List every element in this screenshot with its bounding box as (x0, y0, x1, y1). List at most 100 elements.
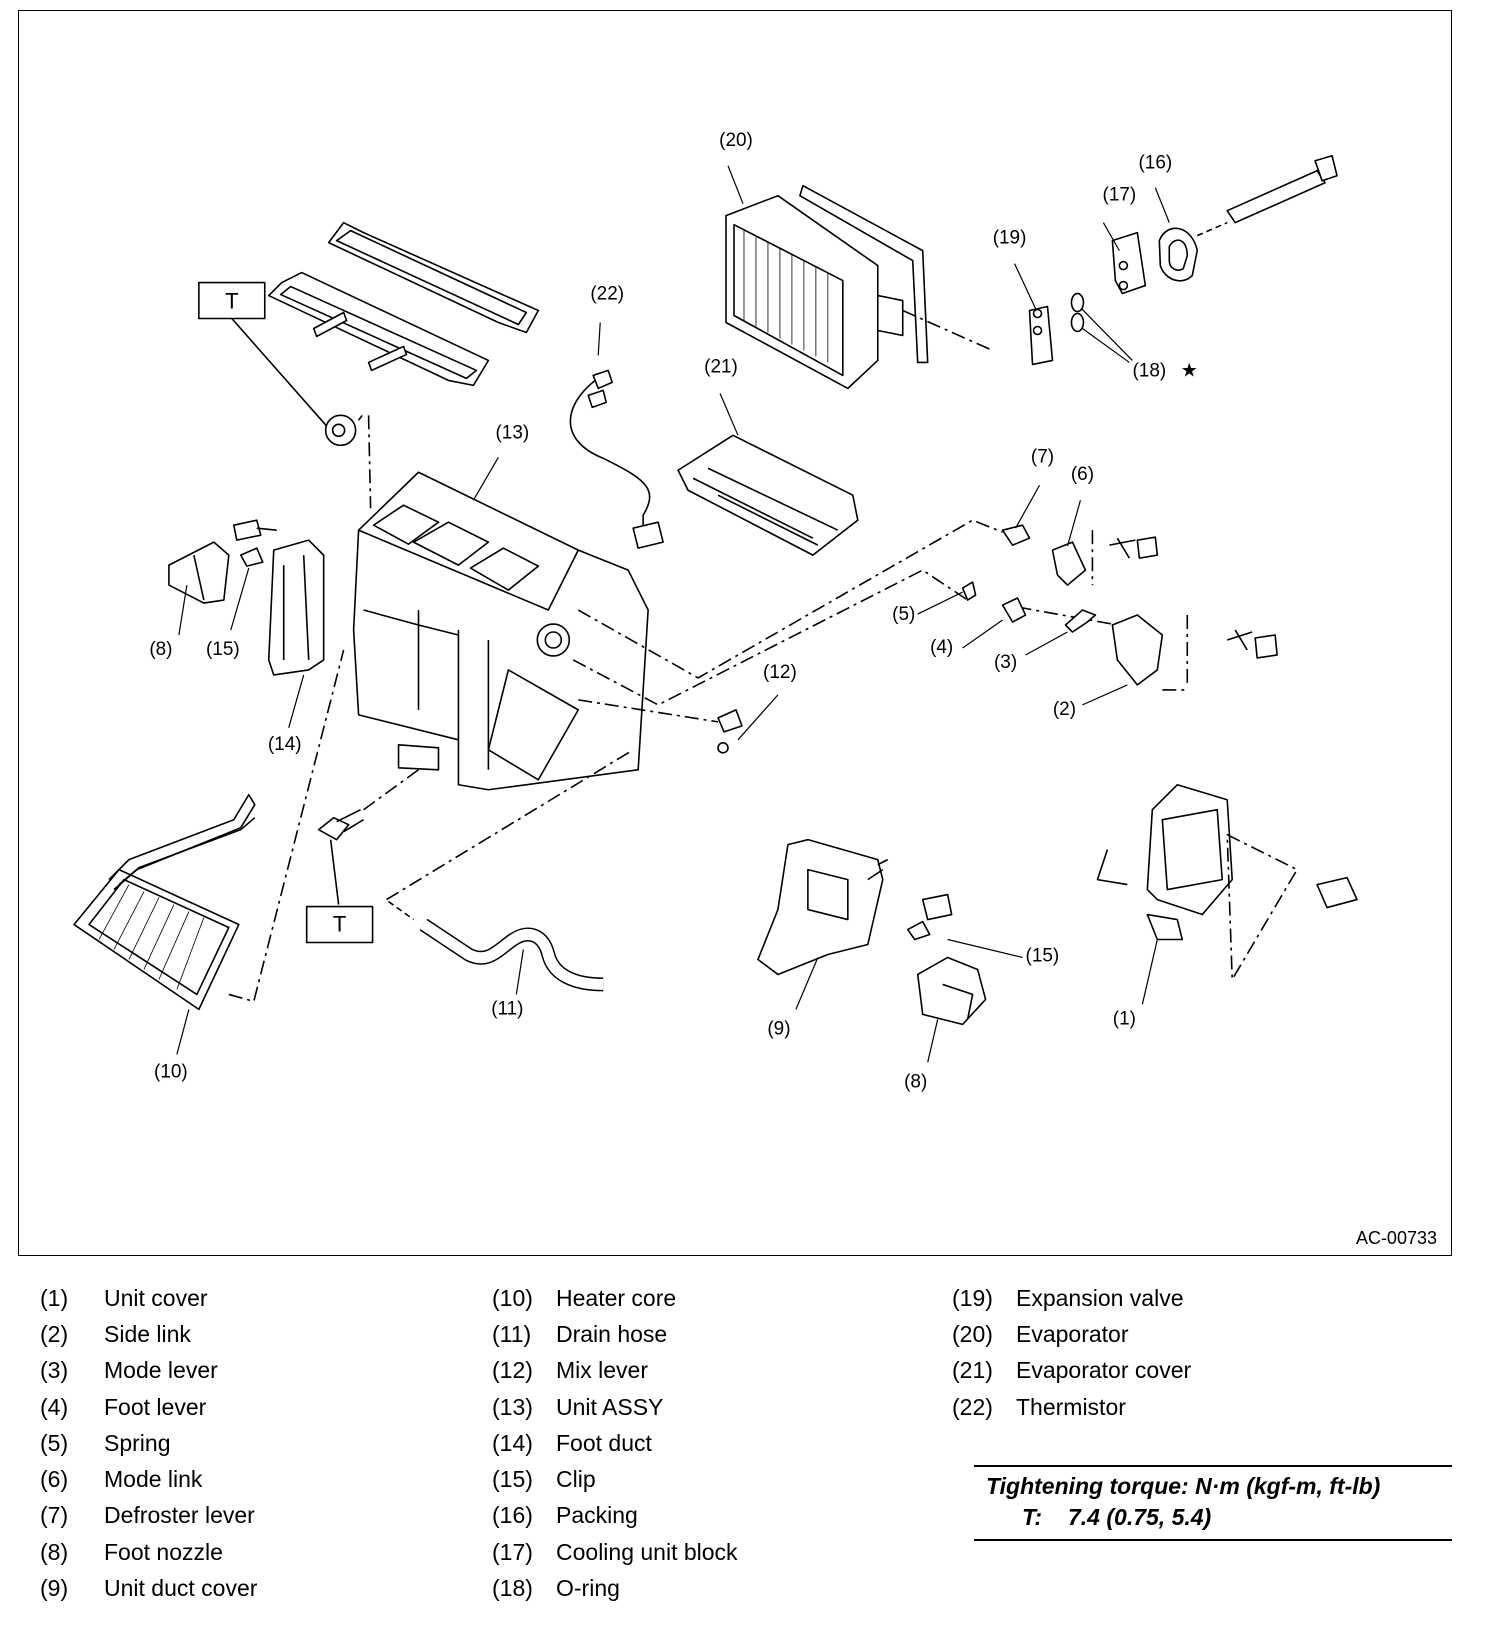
callout-17: (17) (1103, 185, 1137, 206)
callout-4: (4) (930, 637, 953, 658)
legend-item-label: Mix lever (556, 1357, 649, 1384)
legend-item-number: (12) (492, 1357, 533, 1384)
drain-hose (386, 749, 634, 992)
legend-item: (6) Mode link (40, 1461, 257, 1497)
legend-item-number: (4) (40, 1393, 69, 1420)
legend-item: (5)Spring (40, 1425, 257, 1461)
legend-item-label: Defroster lever (104, 1502, 255, 1529)
legend-item: (9) Unit duct cover (40, 1570, 257, 1606)
torque-value-line: T:7.4 (0.75, 5.4) (974, 1500, 1452, 1539)
legend-item-label: Mode lever (104, 1357, 218, 1384)
torque-rule-top (974, 1465, 1452, 1467)
star-mark: ★ (1181, 360, 1198, 381)
torque-box-top: T (198, 281, 330, 429)
legend-item-number: (19) (952, 1284, 993, 1311)
legend-item-label: Spring (104, 1429, 171, 1456)
legend-item-number: (1) (40, 1284, 69, 1311)
legend-item-number: (7) (40, 1502, 69, 1529)
svg-text:T: T (333, 912, 346, 937)
leader-lines (176, 165, 1170, 1063)
legend-item-number: (20) (952, 1320, 993, 1347)
callout-9: (9) (767, 1018, 790, 1039)
legend-item-label: Packing (556, 1502, 638, 1529)
left-parts (168, 519, 325, 676)
callout-8-right: (8) (904, 1071, 927, 1092)
legend-column-3: (19)Expansion valve(20)Evaporator(21)Eva… (952, 1280, 1191, 1425)
callout-labels: (20) (16) (17) (19) (22) (18) ★ (21) (13… (149, 130, 1197, 1092)
legend-item-number: (8) (40, 1538, 69, 1565)
torque-key: T: (1022, 1504, 1043, 1530)
legend-item-label: Side link (104, 1320, 191, 1347)
legend-item-label: Clip (556, 1466, 596, 1493)
lower-right-parts (757, 838, 987, 1026)
legend-item-label: Mode link (104, 1466, 203, 1493)
legend-item-number: (11) (492, 1320, 532, 1347)
legend-column-2: (10) Heater core (11)Drain hose (12) Mix lev… (492, 1280, 738, 1607)
torque-spec: Tightening torque: N·m (kgf-m, ft-lb) T:… (974, 1465, 1452, 1541)
callout-18: (18) (1132, 360, 1166, 381)
legend-item: (18) O-ring (492, 1570, 738, 1606)
callout-15-left: (15) (206, 639, 240, 660)
unit-cover (1096, 783, 1358, 981)
legend-item: (21) Evaporator cover (952, 1353, 1191, 1389)
legend-item-number: (6) (40, 1466, 69, 1493)
legend-item: (12) Mix lever (492, 1353, 738, 1389)
legend-item: (7) Defroster lever (40, 1498, 257, 1534)
legend-item-label: Evaporator cover (1016, 1357, 1192, 1384)
legend-item-label: Foot duct (556, 1429, 652, 1456)
legend-item-number: (17) (492, 1538, 533, 1565)
legend-item: (10) Heater core (492, 1280, 738, 1316)
callout-16: (16) (1138, 153, 1172, 174)
legend-item-label: Foot lever (104, 1393, 207, 1420)
legend-item: (1) Unit cover (40, 1280, 257, 1316)
callout-8-left: (8) (149, 639, 172, 660)
legend-item: (3) Mode lever (40, 1353, 257, 1389)
legend-item: (17) Cooling unit block (492, 1534, 738, 1570)
legend-item-number: (9) (40, 1575, 69, 1602)
legend-item: (22) Thermistor (952, 1389, 1191, 1425)
svg-text:T: T (225, 289, 238, 314)
torque-heading: Tightening torque: N·m (kgf-m, ft-lb) (986, 1473, 1381, 1499)
callout-14: (14) (268, 734, 302, 755)
callout-20: (20) (719, 130, 753, 151)
legend-item-number: (15) (492, 1466, 533, 1493)
exploded-diagram: T (18, 10, 1452, 1256)
legend-item-label: O-ring (556, 1575, 620, 1602)
legend-item-number: (3) (40, 1357, 69, 1384)
legend-item: (11)Drain hose (492, 1316, 738, 1352)
legend-item-number: (2) (40, 1320, 69, 1347)
legend-item-number: (21) (952, 1357, 993, 1384)
evaporator (725, 184, 993, 390)
nut-icon (324, 412, 372, 509)
legend-item-number: (22) (952, 1393, 993, 1420)
legend-item-number: (18) (492, 1575, 533, 1602)
callout-13: (13) (495, 422, 529, 443)
callout-2: (2) (1053, 699, 1076, 720)
legend-item: (8) Foot nozzle (40, 1534, 257, 1570)
legend-item-label: Heater core (556, 1284, 677, 1311)
legend-item: (2) Side link (40, 1316, 257, 1352)
callout-5: (5) (892, 604, 915, 625)
legend-item-label: Unit ASSY (556, 1393, 664, 1420)
callout-3: (3) (994, 652, 1017, 673)
torque-rule-bottom (974, 1539, 1452, 1541)
callout-19: (19) (993, 228, 1027, 249)
evaporator-cover (677, 434, 859, 556)
legend-item-label: Unit duct cover (104, 1575, 258, 1602)
heater-core (73, 649, 345, 1011)
callout-10: (10) (154, 1061, 188, 1082)
legend-item: (19)Expansion valve (952, 1280, 1191, 1316)
legend-item-label: Thermistor (1016, 1393, 1126, 1420)
callout-21: (21) (704, 356, 738, 377)
legend-item-label: Cooling unit block (556, 1538, 738, 1565)
legend-item-label: Foot nozzle (104, 1538, 223, 1565)
legend-item-label: Unit cover (104, 1284, 208, 1311)
linkage-dash-lines (572, 519, 1189, 723)
legend-item-number: (10) (492, 1284, 533, 1311)
callout-15-right: (15) (1026, 945, 1060, 966)
callout-12: (12) (763, 662, 797, 683)
legend-item: (14)Foot duct (492, 1425, 738, 1461)
legend-item-number: (16) (492, 1502, 533, 1529)
legend-item: (4) Foot lever (40, 1389, 257, 1425)
legend-item: (16) Packing (492, 1498, 738, 1534)
